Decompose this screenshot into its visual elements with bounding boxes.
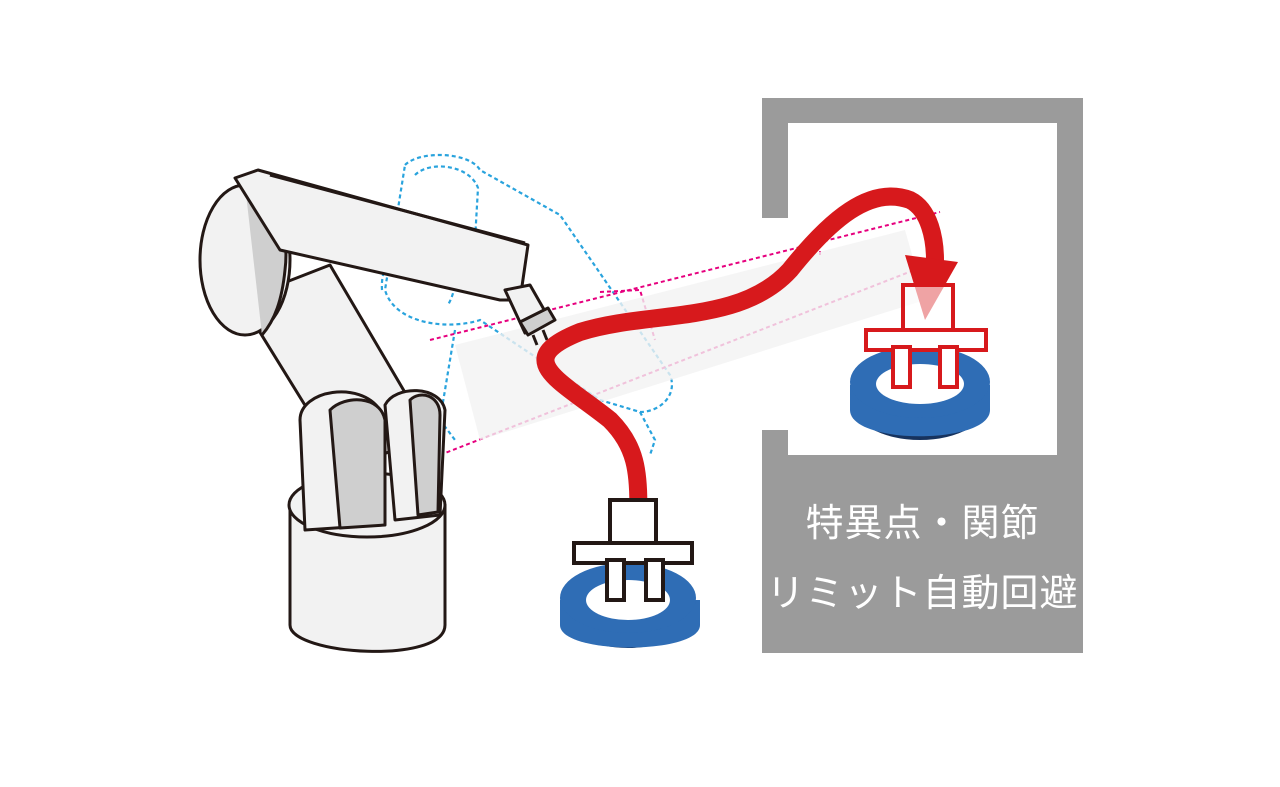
caption-box: 特異点・関節 リミット自動回避 xyxy=(762,470,1083,653)
start-gripper-icon xyxy=(572,498,694,602)
target-gear-icon xyxy=(850,346,990,440)
enclosure-frame-icon xyxy=(762,98,1083,653)
caption-line-2: リミット自動回避 xyxy=(766,571,1079,615)
caption-line-1: 特異点・関節 xyxy=(805,501,1040,545)
target-gripper-icon xyxy=(864,283,988,389)
start-gear-icon xyxy=(560,563,700,648)
robot-arm-icon xyxy=(198,168,557,653)
